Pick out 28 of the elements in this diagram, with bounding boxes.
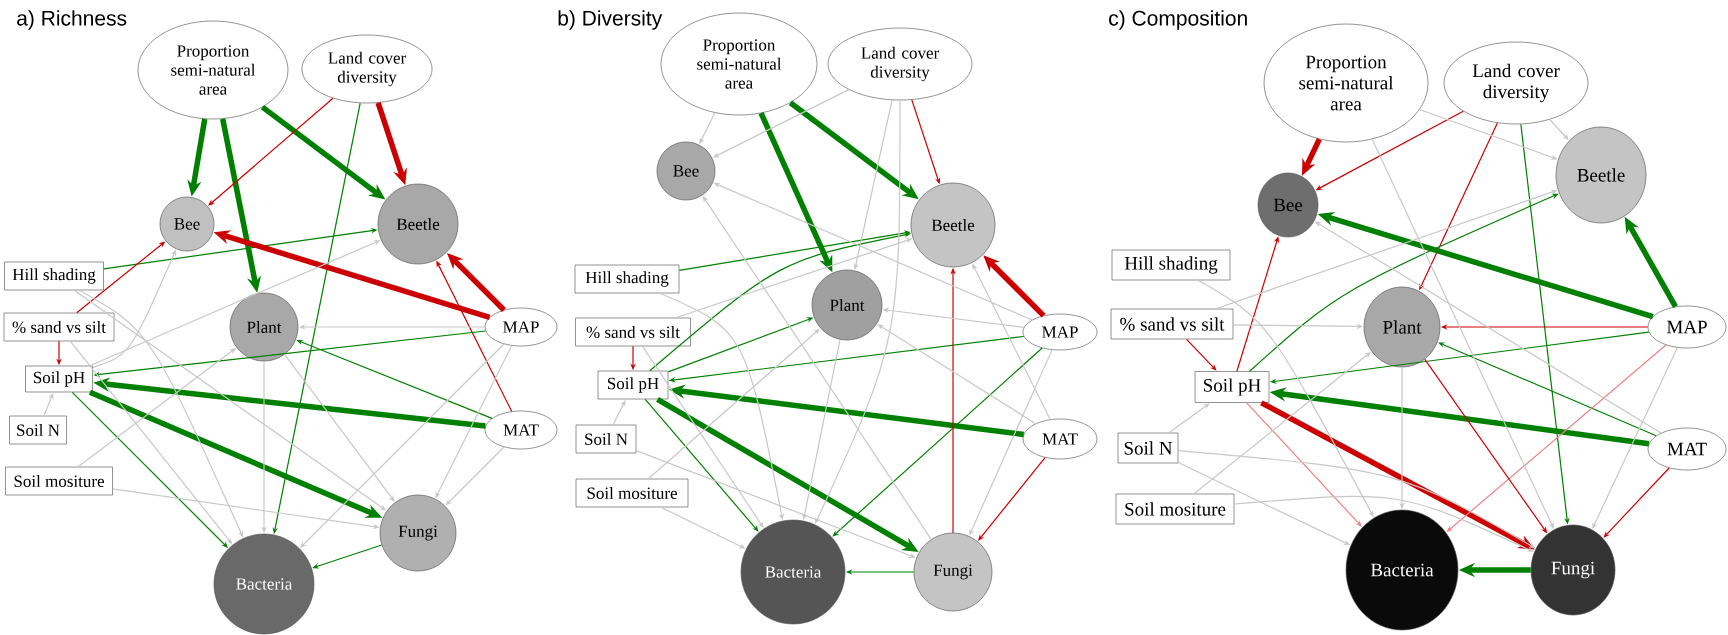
variable-box: Soil pH	[597, 370, 669, 400]
panel-title: a) Richness	[17, 10, 127, 30]
variable-box: % sand vs silt	[3, 312, 115, 342]
arrow	[1603, 467, 1670, 538]
variable-box: Soil pH	[25, 365, 93, 393]
variable-box: Soil mositure	[5, 466, 113, 496]
variable-box: Hill shading	[1111, 249, 1231, 281]
variable-box: Soil N	[9, 415, 67, 445]
panel-title: b) Diversity	[558, 10, 663, 30]
variable-box: Hill shading	[4, 261, 104, 291]
variable-box: Soil N	[575, 424, 637, 454]
variable-box: % sand vs silt	[575, 317, 691, 347]
arrow	[445, 446, 505, 506]
variable-box: % sand vs silt	[1110, 308, 1234, 340]
panel-title: c) Composition	[1109, 10, 1247, 30]
arrow	[1168, 403, 1210, 434]
variable-box: Soil mositure	[1115, 493, 1235, 525]
arrow	[832, 347, 1043, 537]
variable-box: Soil N	[1117, 432, 1179, 464]
arrow	[208, 97, 334, 206]
arrow	[644, 398, 759, 532]
arrow	[1186, 338, 1217, 371]
arrow	[1246, 402, 1362, 527]
variable-box: Hill shading	[574, 264, 680, 294]
variable-box: Soil pH	[1194, 371, 1270, 403]
arrow	[1371, 138, 1554, 529]
arrow	[283, 353, 395, 502]
variable-box: Soil mositure	[575, 478, 689, 508]
